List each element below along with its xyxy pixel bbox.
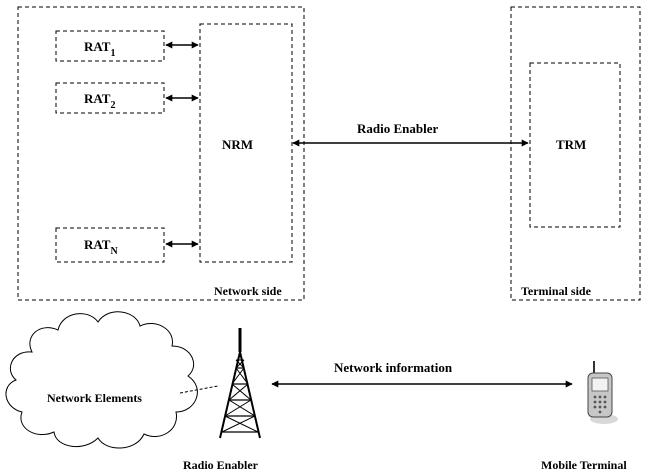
cloud-icon: [5, 311, 198, 449]
mobile-phone-icon: [587, 361, 618, 424]
cloud-tower-link: [179, 385, 219, 394]
radio-enabler-tower-label: Radio Enabler: [183, 458, 259, 472]
mobile-terminal-label: Mobile Terminal: [541, 458, 627, 472]
network-side-label: Network side: [214, 284, 282, 298]
terminal-side-box: [510, 6, 641, 301]
rat-2-box: RAT2: [55, 82, 165, 114]
trm-label: TRM: [556, 137, 586, 152]
radio-tower-icon: [219, 328, 261, 439]
network-elements-label: Network Elements: [47, 391, 142, 405]
terminal-side-label: Terminal side: [521, 284, 592, 298]
rat-1-label: RAT1: [84, 39, 115, 59]
rat-n-box: RATN: [55, 227, 165, 263]
nrm-label: NRM: [222, 137, 253, 152]
network-side-box: [17, 6, 305, 301]
nrm-box: [199, 23, 293, 263]
network-information-label: Network information: [334, 360, 453, 375]
trm-box: [529, 62, 621, 228]
rat-2-label: RAT2: [84, 91, 115, 111]
rat-n-label: RATN: [84, 237, 118, 257]
radio-enabler-link-label: Radio Enabler: [357, 121, 438, 136]
rat-1-box: RAT1: [55, 30, 165, 62]
